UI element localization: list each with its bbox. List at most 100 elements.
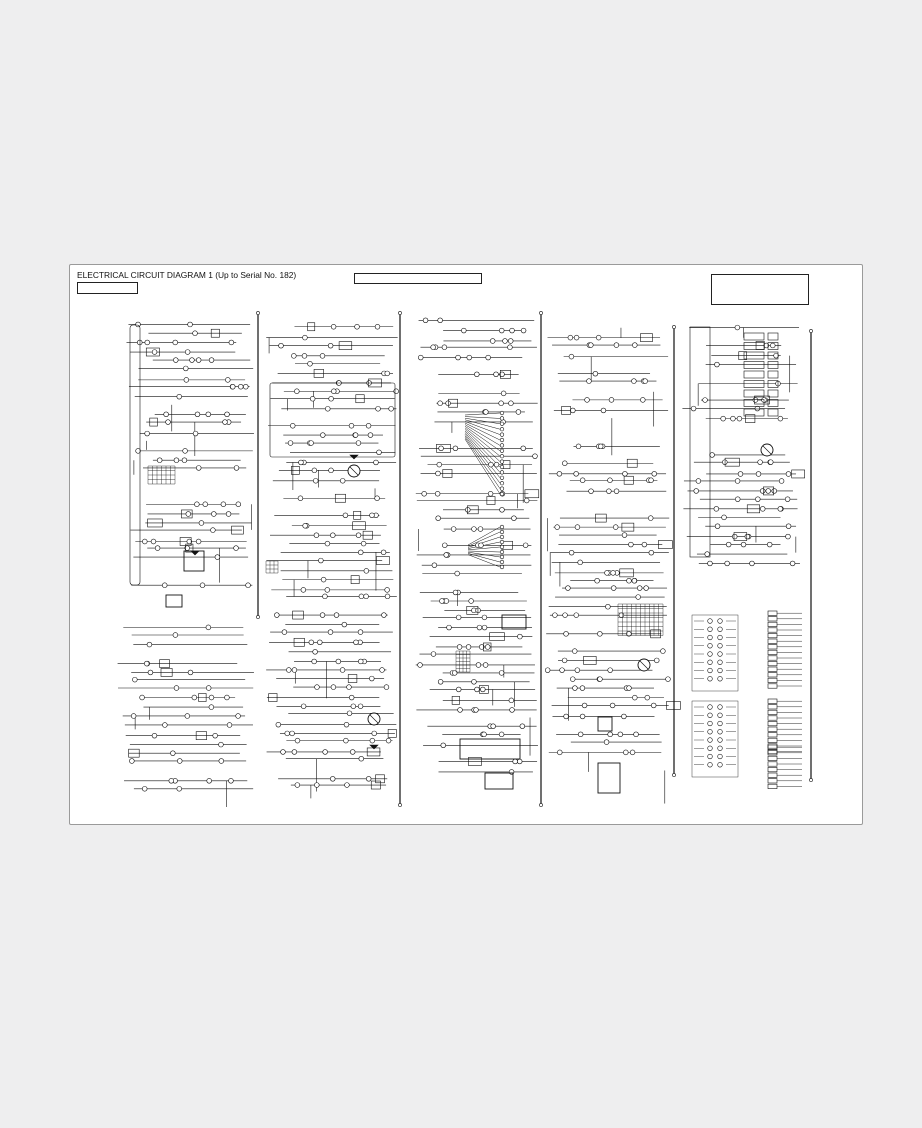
connector-pin	[376, 449, 382, 455]
connector-pin	[632, 342, 638, 348]
connector-pin	[471, 679, 477, 685]
connector-pin	[524, 497, 530, 504]
connector-pin	[475, 662, 482, 668]
connector-pin	[717, 676, 723, 682]
connector-pin	[573, 471, 579, 477]
connector-pin	[603, 739, 610, 745]
connector-pin	[465, 507, 471, 513]
component-box	[767, 655, 778, 661]
connector-pin	[354, 324, 360, 330]
connector-pin	[357, 629, 364, 635]
component-box	[767, 621, 778, 627]
component-box	[307, 322, 316, 332]
component-box	[451, 696, 460, 705]
connector-pin	[358, 658, 364, 665]
connector-pin	[577, 559, 583, 566]
component-box	[767, 332, 779, 341]
component-box	[185, 543, 194, 553]
connector-pin	[320, 432, 326, 438]
connector-pin	[183, 377, 190, 383]
connector-pin	[595, 334, 602, 341]
connector-pin	[256, 311, 260, 315]
connector-pin	[286, 667, 292, 673]
connector-pin	[732, 533, 738, 540]
connector-pin	[573, 334, 580, 341]
connector-pin	[320, 576, 327, 583]
connector-pin	[539, 311, 543, 315]
wire	[467, 551, 501, 558]
connector-pin	[205, 685, 212, 691]
connector-pin	[544, 667, 551, 673]
connector-pin	[302, 334, 308, 341]
connector-pin	[471, 526, 477, 532]
component-box	[355, 394, 365, 404]
wire	[464, 417, 501, 425]
component-box	[767, 783, 778, 789]
connector-pin	[532, 453, 538, 459]
component-box	[767, 744, 778, 750]
component-box	[352, 521, 366, 531]
connector-pin	[579, 685, 586, 691]
connector-pin	[144, 339, 150, 346]
component-box	[313, 369, 324, 378]
component-box	[743, 389, 765, 398]
connector-pin	[736, 415, 743, 422]
connector-pin	[340, 478, 346, 484]
connector-pin	[353, 639, 359, 645]
connector-pin	[597, 631, 603, 637]
connector-pin	[809, 329, 813, 333]
wire	[464, 427, 501, 457]
connector-pin	[322, 749, 328, 755]
connector-pin	[621, 713, 627, 720]
connector-pin	[218, 758, 224, 764]
connector-pin	[385, 737, 392, 744]
component-box	[338, 341, 353, 350]
component-box	[489, 632, 505, 641]
connector-pin	[300, 703, 307, 709]
component-box	[448, 398, 458, 408]
connector-pin	[485, 644, 491, 650]
diagram-sheet: ELECTRICAL CIRCUIT DIAGRAM 1 (Up to Seri…	[69, 264, 863, 825]
wire	[464, 425, 501, 452]
component-box	[767, 750, 778, 756]
connector-pin	[499, 524, 505, 530]
connector-pin	[499, 459, 505, 464]
connector-pin	[294, 388, 300, 394]
connector-pin	[284, 730, 290, 737]
component-box	[626, 458, 638, 468]
connector-pin	[605, 604, 611, 610]
connector-pin	[162, 582, 168, 588]
connector-pin	[607, 667, 613, 673]
connector-pin	[135, 448, 141, 454]
connector-pin	[192, 430, 199, 437]
connector-pin	[290, 423, 296, 429]
connector-pin	[348, 423, 355, 429]
connector-pin	[768, 459, 774, 465]
connector-pin	[431, 562, 438, 568]
connector-pin	[760, 506, 766, 512]
diagram-title: ELECTRICAL CIRCUIT DIAGRAM 1 (Up to Seri…	[77, 270, 297, 280]
connector-pin	[313, 478, 319, 484]
connector-pin	[225, 511, 232, 517]
connector-pin	[374, 495, 380, 501]
connector-pin	[519, 723, 526, 729]
connector-pin	[208, 704, 215, 710]
connector-pin	[363, 568, 370, 574]
connector-pin	[702, 397, 708, 403]
connector-pin	[228, 778, 234, 784]
connector-pin	[330, 324, 337, 330]
component-box	[767, 351, 779, 360]
connector-pin	[163, 411, 169, 418]
connector-pin	[222, 419, 228, 425]
connector-pin	[570, 407, 576, 414]
component-box	[743, 332, 765, 341]
pin-grid	[265, 560, 279, 574]
connector-pin	[672, 325, 676, 329]
connector-pin	[621, 532, 628, 538]
ground-symbol	[190, 550, 200, 556]
connector-pin	[717, 729, 723, 735]
connector-pin	[168, 778, 174, 784]
component-box	[350, 575, 360, 584]
connector-pin	[520, 327, 527, 334]
component-box	[198, 693, 207, 702]
